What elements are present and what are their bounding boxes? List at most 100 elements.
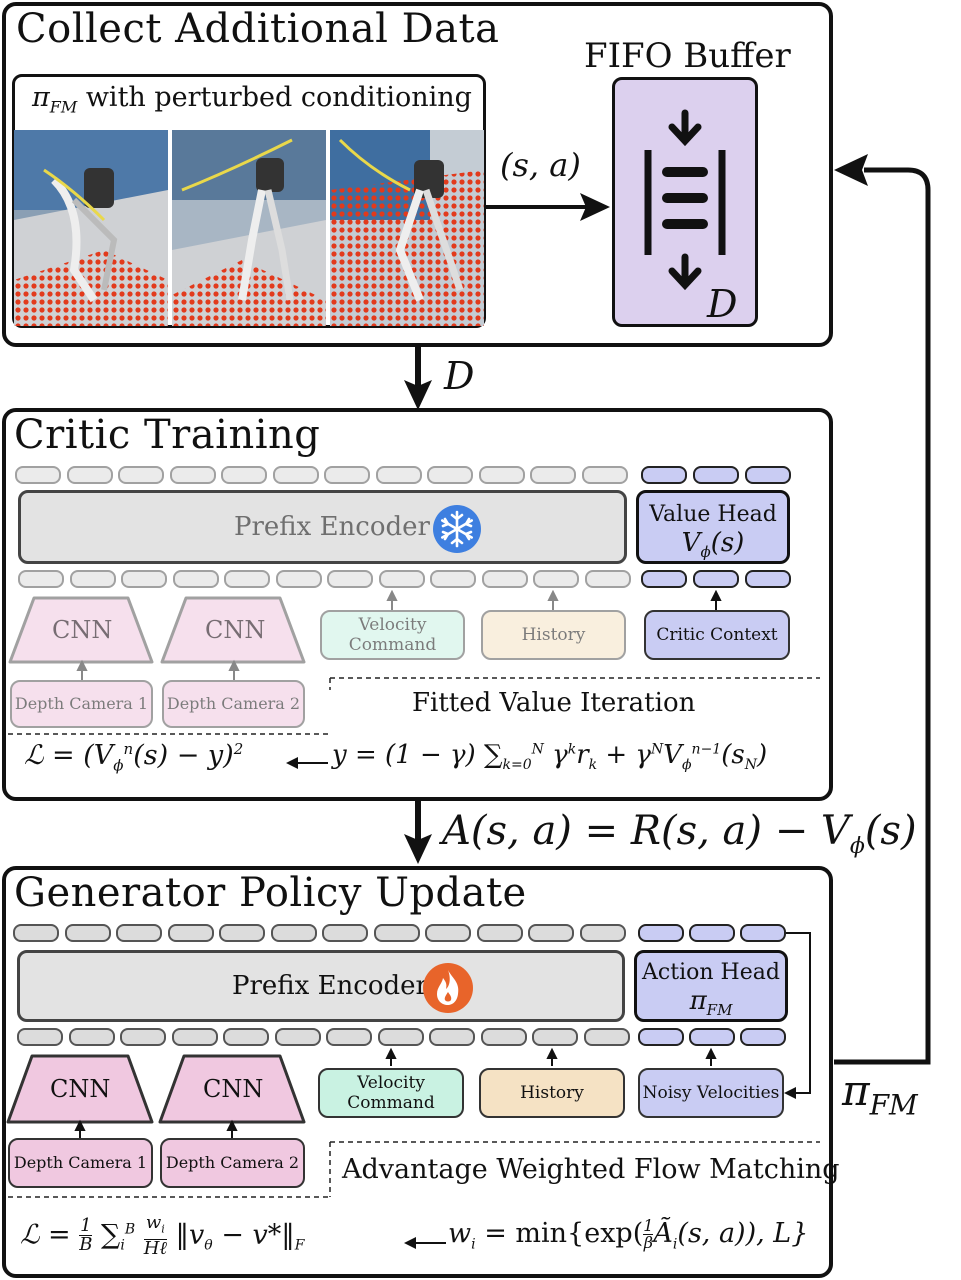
encoder-token bbox=[427, 466, 473, 484]
encoder-token bbox=[270, 924, 317, 942]
critic-history: History bbox=[481, 610, 626, 660]
action-head: Action Head πFM bbox=[634, 950, 788, 1022]
input-token bbox=[327, 570, 373, 588]
encoder-token bbox=[581, 466, 628, 484]
action-token bbox=[689, 924, 735, 942]
action-head-formula: πFM bbox=[689, 986, 733, 1020]
encoder-token bbox=[528, 924, 574, 942]
critic-depth-camera-2: Depth Camera 2 bbox=[162, 680, 305, 728]
generator-depth-camera-1: Depth Camera 1 bbox=[8, 1138, 153, 1188]
context-token bbox=[693, 570, 739, 588]
critic-method: Fitted Value Iteration bbox=[412, 688, 696, 718]
encoder-token bbox=[219, 924, 265, 942]
generator-arrows bbox=[8, 1047, 820, 1198]
encoder-token bbox=[118, 466, 164, 484]
critic-depth-camera-1: Depth Camera 1 bbox=[10, 680, 153, 728]
encoder-token bbox=[169, 466, 216, 484]
generator-cnn-1 bbox=[6, 1054, 154, 1124]
input-token bbox=[274, 1028, 321, 1046]
generator-velocity-command: Velocity Command bbox=[318, 1068, 464, 1118]
critic-loss-left: ℒ = (Vϕn(s) − y)2 bbox=[24, 740, 244, 775]
generator-depth-camera-2: Depth Camera 2 bbox=[160, 1138, 305, 1188]
fifo-buffer-title: FIFO Buffer bbox=[584, 36, 791, 76]
critic-cnn-1-label: CNN bbox=[52, 616, 113, 644]
generator-loss-arrow bbox=[404, 1237, 446, 1249]
generator-encoder-label: Prefix Encoder bbox=[232, 971, 428, 1001]
rollout-caption: πFM with perturbed conditioning bbox=[32, 82, 472, 117]
value-head-formula: Vϕ(s) bbox=[681, 528, 745, 562]
generator-title: Generator Policy Update bbox=[14, 870, 527, 916]
critic-context: Critic Context bbox=[644, 610, 790, 660]
critic-encoder-label: Prefix Encoder bbox=[234, 512, 430, 542]
denoise-loop-arrow bbox=[784, 932, 811, 1099]
sim-frame-3 bbox=[330, 130, 484, 326]
encoder-token bbox=[373, 924, 420, 942]
encoder-token bbox=[13, 924, 59, 942]
generator-cnn-2-label: CNN bbox=[203, 1075, 264, 1103]
generator-prefix-encoder bbox=[17, 950, 625, 1022]
encoder-token bbox=[66, 466, 113, 484]
noisy-token bbox=[740, 1028, 786, 1046]
input-token bbox=[583, 1028, 630, 1046]
input-token bbox=[69, 570, 116, 588]
critic-cnn-2-label: CNN bbox=[205, 616, 266, 644]
encoder-token bbox=[322, 924, 368, 942]
encoder-token bbox=[15, 466, 61, 484]
advantage-down-arrow bbox=[404, 800, 432, 864]
encoder-token bbox=[478, 466, 525, 484]
critic-velocity-command: Velocity Command bbox=[320, 610, 465, 660]
critic-loss-arrow bbox=[286, 757, 328, 769]
input-token bbox=[18, 570, 64, 588]
critic-loss-right: y = (1 − γ) ∑k=0N γkrk + γNVϕn−1(sN) bbox=[332, 740, 768, 774]
encoder-token bbox=[476, 924, 523, 942]
noisy-token bbox=[638, 1028, 684, 1046]
generator-cnn-2 bbox=[158, 1054, 306, 1124]
input-token bbox=[377, 1028, 424, 1046]
input-token bbox=[429, 1028, 475, 1046]
sim-frame-2 bbox=[172, 130, 326, 326]
input-token bbox=[481, 570, 528, 588]
encoder-token bbox=[167, 924, 214, 942]
critic-cnn-1 bbox=[8, 596, 154, 664]
value-token bbox=[693, 466, 739, 484]
sim-frame-1 bbox=[14, 130, 168, 326]
noisy-token bbox=[689, 1028, 735, 1046]
input-token bbox=[326, 1028, 372, 1046]
critic-title: Critic Training bbox=[14, 412, 321, 458]
encoder-token bbox=[530, 466, 576, 484]
snowflake-icon bbox=[433, 505, 481, 553]
flame-icon bbox=[423, 963, 473, 1013]
action-token bbox=[638, 924, 684, 942]
value-token bbox=[745, 466, 791, 484]
fifo-buffer-icon bbox=[644, 109, 726, 291]
input-token bbox=[533, 570, 579, 588]
data-down-arrow bbox=[404, 346, 432, 410]
value-head-label: Value Head bbox=[649, 502, 777, 527]
collect-title: Collect Additional Data bbox=[16, 6, 500, 52]
critic-cam-divider bbox=[8, 733, 330, 735]
input-token bbox=[223, 1028, 269, 1046]
value-head: Value Head Vϕ(s) bbox=[636, 490, 790, 564]
advantage-label: A(s, a) = R(s, a) − Vϕ(s) bbox=[442, 808, 917, 859]
input-token bbox=[17, 1028, 63, 1046]
data-down-label: D bbox=[444, 354, 475, 398]
critic-cnn-2 bbox=[160, 596, 306, 664]
generator-cnn-1-label: CNN bbox=[50, 1075, 111, 1103]
fifo-buffer-symbol: D bbox=[707, 282, 738, 326]
critic-arrows bbox=[76, 590, 820, 690]
input-token bbox=[378, 570, 425, 588]
encoder-token bbox=[116, 924, 162, 942]
encoder-token bbox=[324, 466, 370, 484]
policy-feedback-arrow bbox=[834, 154, 931, 1065]
input-token bbox=[275, 570, 322, 588]
generator-method: Advantage Weighted Flow Matching bbox=[342, 1154, 840, 1185]
encoder-token bbox=[375, 466, 422, 484]
input-token bbox=[121, 570, 167, 588]
input-token bbox=[68, 1028, 115, 1046]
sa-arrow-label: (s, a) bbox=[500, 146, 581, 184]
input-token bbox=[172, 570, 219, 588]
value-token bbox=[641, 466, 687, 484]
generator-history: History bbox=[479, 1068, 625, 1118]
